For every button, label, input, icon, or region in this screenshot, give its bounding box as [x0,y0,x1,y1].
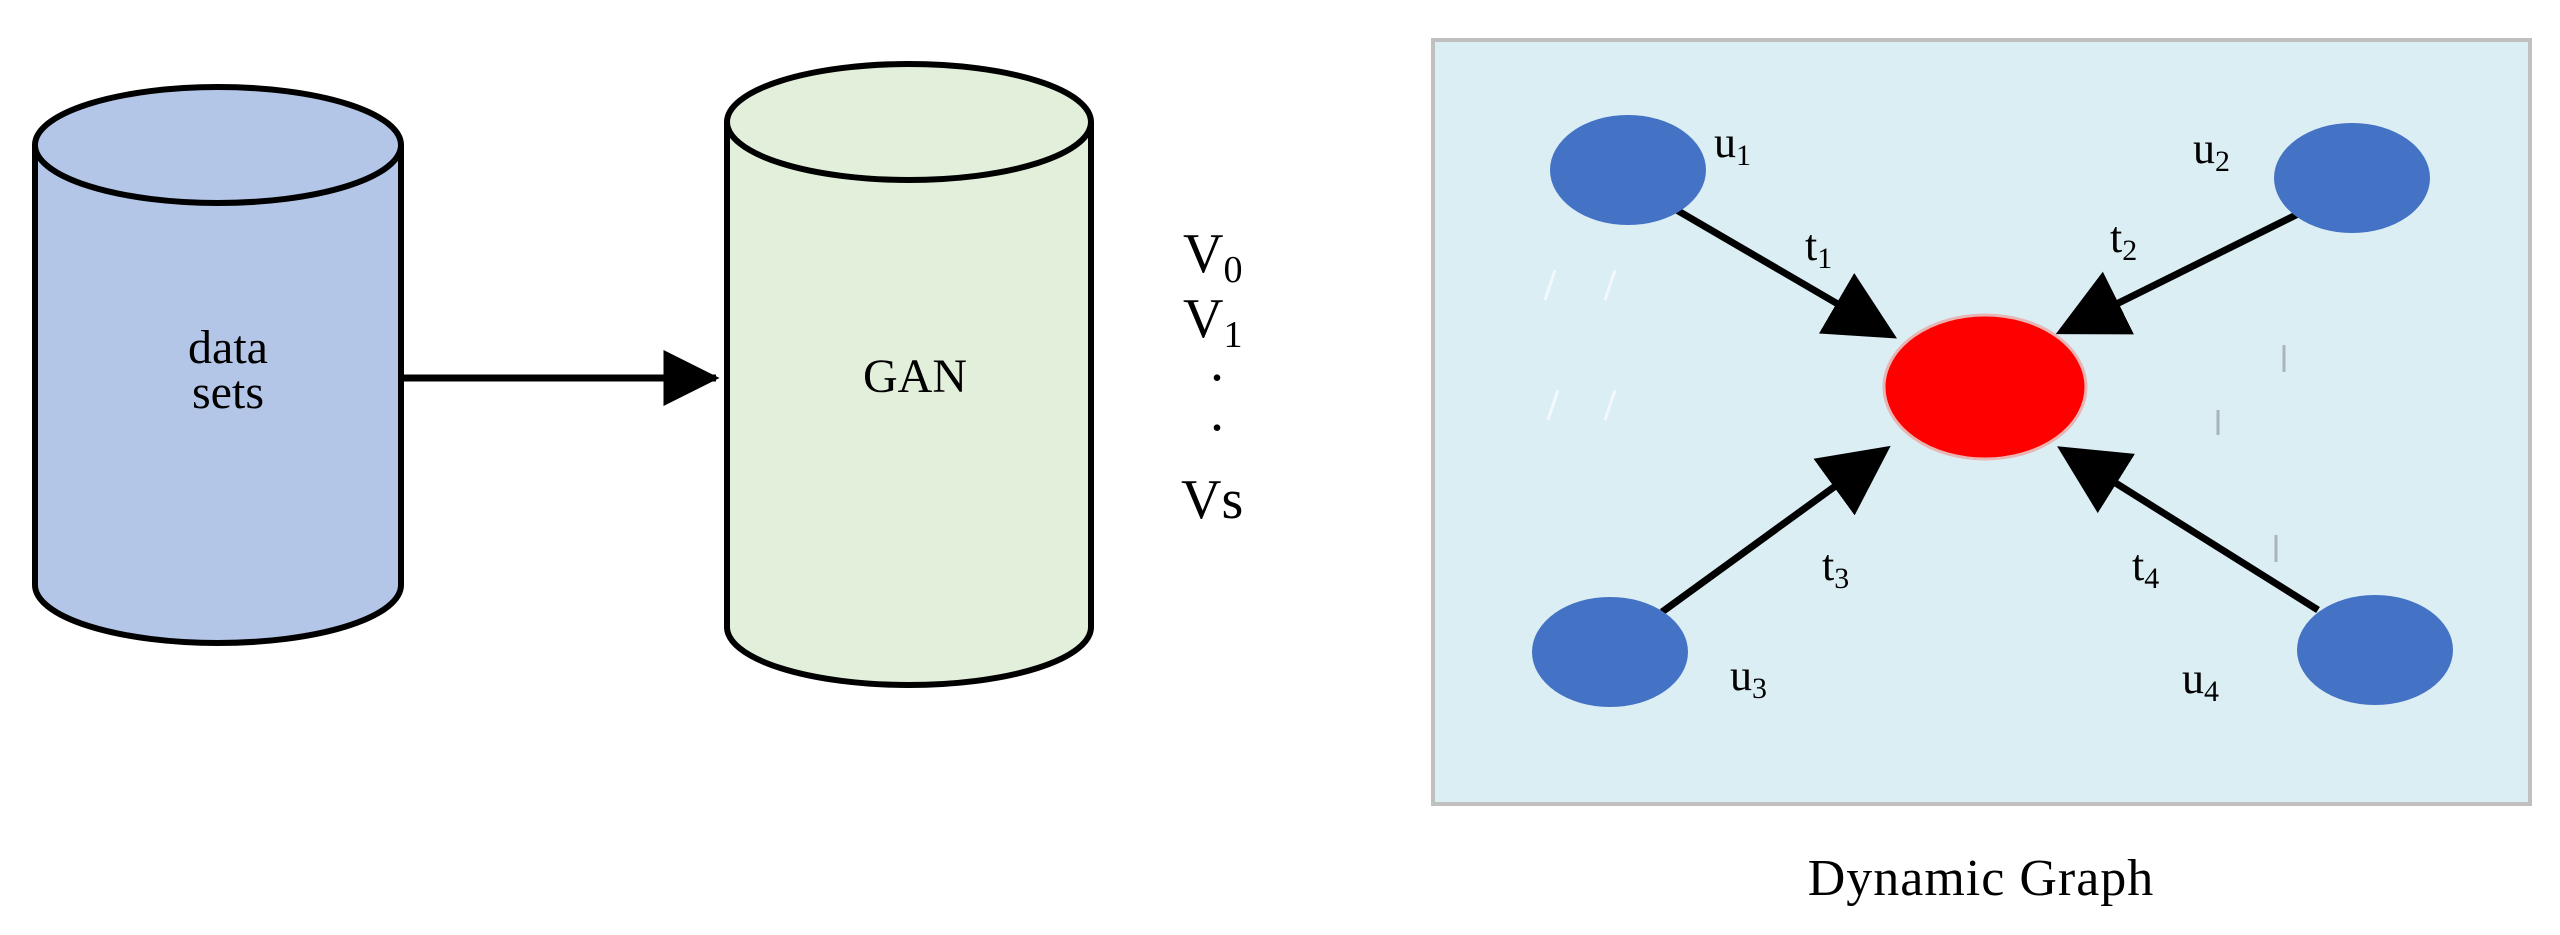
node-u3 [1532,597,1688,707]
node-u1 [1550,115,1706,225]
faint-mark [1543,269,1557,301]
edge-label-t3: t3 [1822,541,1849,595]
datasets-cylinder-top [32,84,404,206]
datasets-cylinder-body [32,145,404,646]
node-u2 [2274,123,2430,233]
sequence-item: . [1210,381,1224,443]
faint-mark [1603,389,1617,421]
graph-caption: Dynamic Graph [1808,850,2155,907]
edge-u3-to-center [1659,445,1891,615]
datasets-label-line2: sets [192,366,264,419]
edge-label-t4: t4 [2132,541,2159,595]
faint-mark [1546,389,1560,421]
node-u4 [2297,595,2453,705]
edge-u1-to-center [1666,201,1898,339]
sequence-item: V0 [1183,223,1243,291]
gan-label: GAN [863,350,967,403]
faint-mark [1603,269,1617,301]
gan-cylinder-top [724,61,1094,183]
output-sequence: V0 V1 . . Vs [1181,223,1243,531]
edge-u2-to-center [2055,209,2302,335]
edge-u4-to-center [2057,446,2320,613]
gan-cylinder: GAN [724,61,1094,688]
node-label-u4: u4 [2182,654,2219,708]
gan-cylinder-body [724,122,1094,688]
edge-label-t1: t1 [1805,221,1832,275]
sequence-item: Vs [1181,469,1243,531]
center-node [1882,313,2088,461]
sequence-item: . [1210,331,1224,393]
node-label-u2: u2 [2193,124,2230,178]
node-label-u3: u3 [1730,651,1767,705]
sequence-item: V1 [1183,288,1243,356]
datasets-label-line1: data [188,321,268,374]
node-label-u1: u1 [1714,118,1751,172]
edge-label-t2: t2 [2110,213,2137,267]
datasets-cylinder: data sets [32,84,404,646]
dynamic-graph-panel: u1 u2 u3 u4 t1 t2 t3 t4 [1431,38,2532,806]
